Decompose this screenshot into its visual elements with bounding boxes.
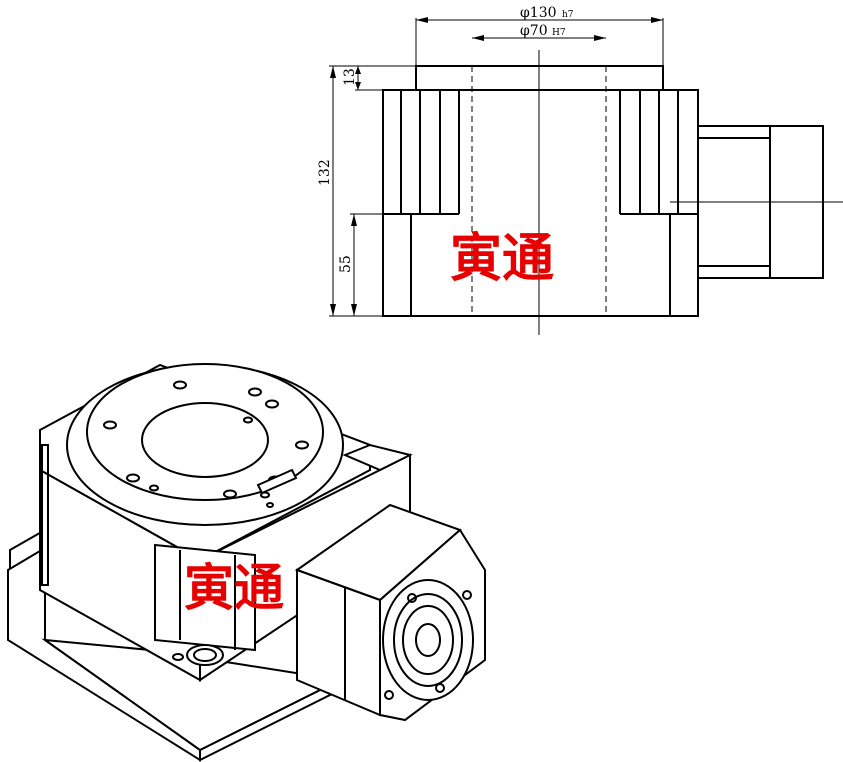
front-view: φ130 h7 φ70 H7 132 13 55 寅通 bbox=[317, 5, 843, 335]
total-height-label: 132 bbox=[317, 159, 333, 186]
inner-diameter-label: φ70 bbox=[520, 23, 548, 39]
inner-tolerance-label: H7 bbox=[552, 28, 566, 38]
outer-diameter-label: φ130 bbox=[520, 5, 557, 21]
watermark-front: 寅通 bbox=[450, 229, 554, 289]
base-height-label: 55 bbox=[338, 255, 354, 273]
watermark-iso: 寅通 bbox=[184, 559, 284, 617]
center-bore bbox=[141, 402, 269, 478]
flange-height-label: 13 bbox=[342, 68, 358, 86]
bolt-holes bbox=[103, 380, 309, 508]
outer-tolerance-label: h7 bbox=[562, 10, 574, 20]
isometric-view: 寅通 bbox=[7, 363, 486, 762]
motor-shaft bbox=[415, 623, 441, 657]
